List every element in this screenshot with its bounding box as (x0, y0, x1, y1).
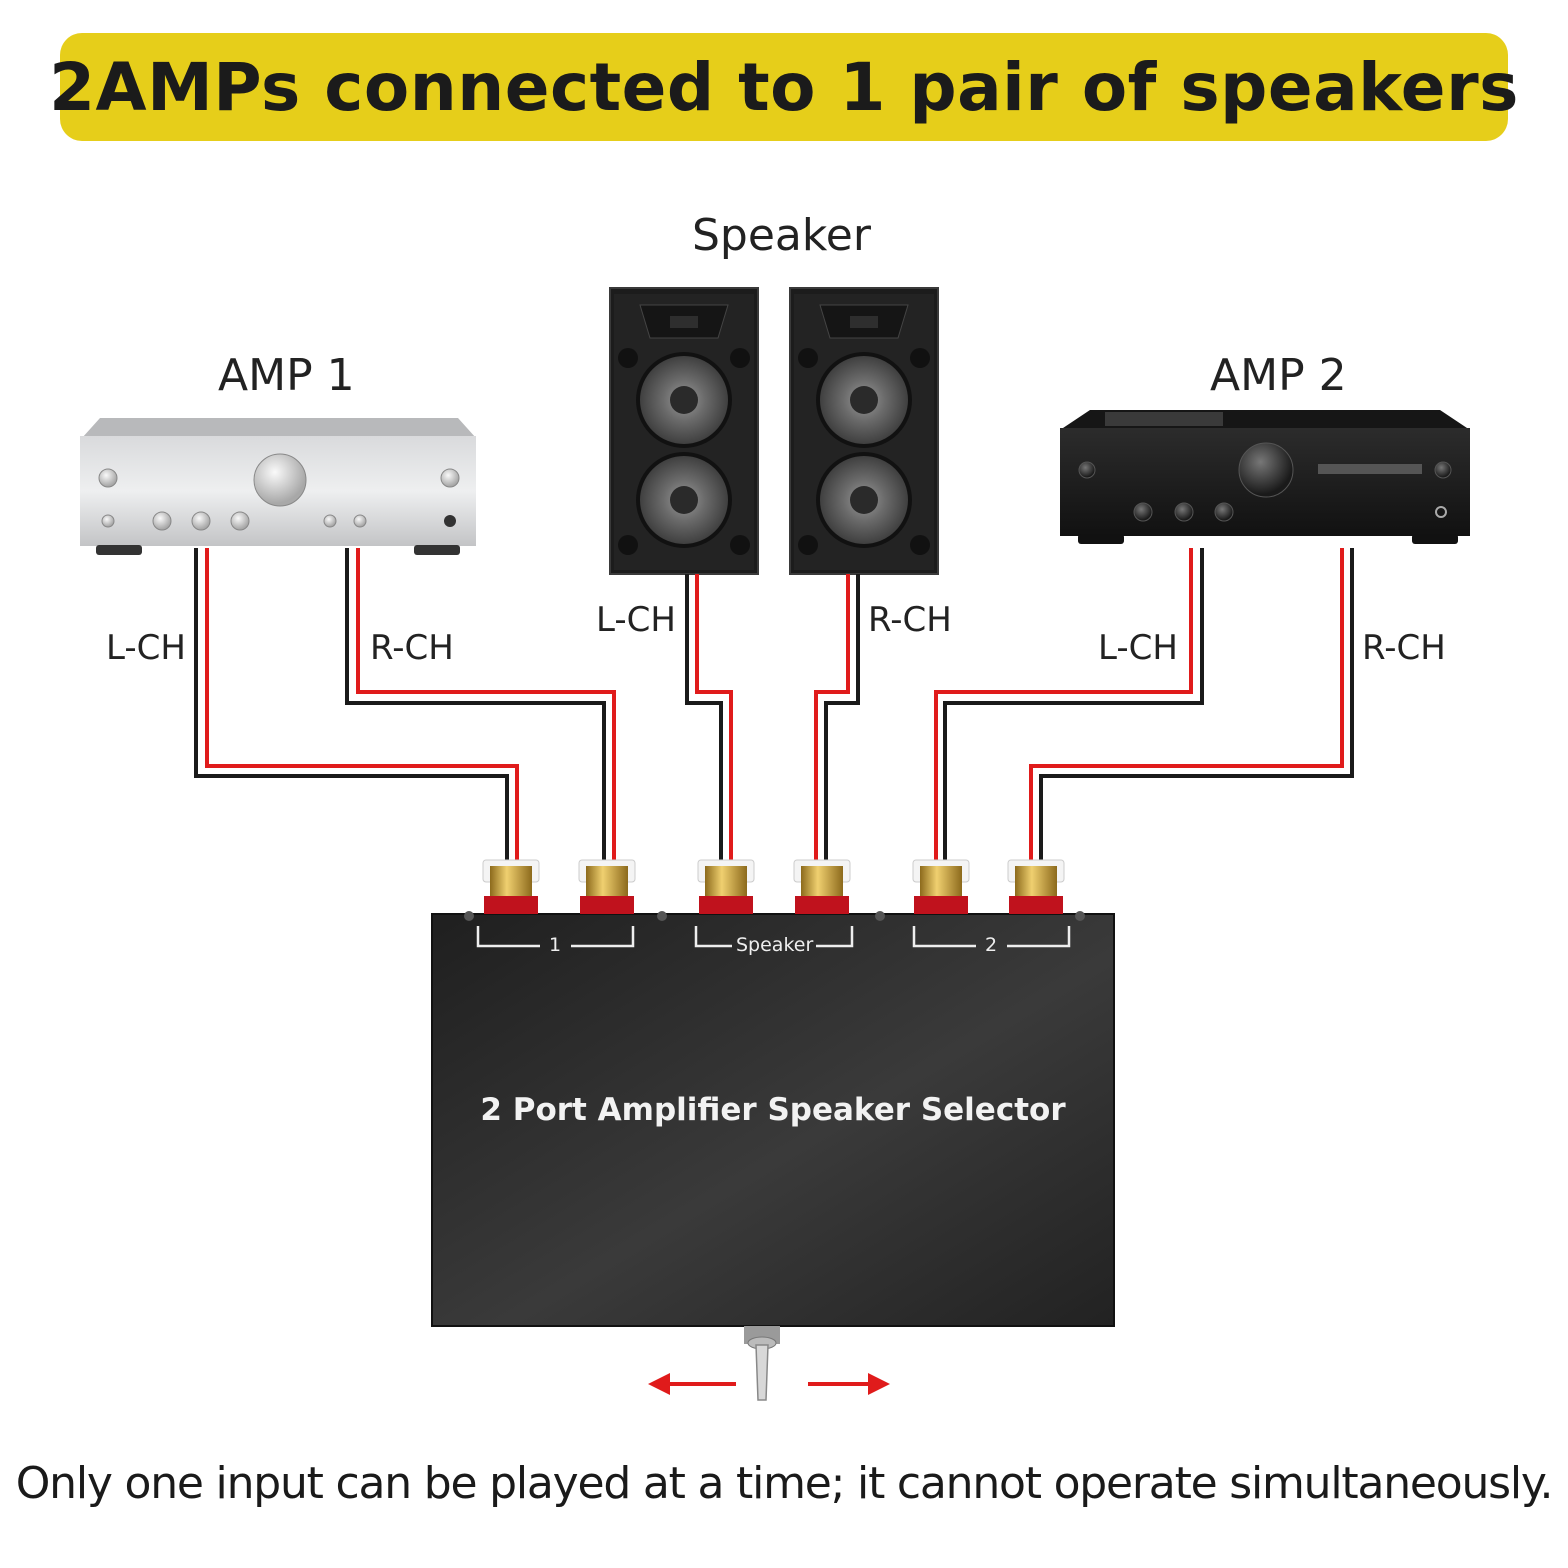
wire-amp2-left-red (934, 548, 1193, 862)
speaker-left-channel-label: L-CH (596, 600, 676, 640)
speaker-right (789, 287, 939, 575)
amp2-heading: AMP 2 (1210, 350, 1347, 401)
bracket-speaker-right (816, 926, 854, 948)
bracket-port-2 (912, 926, 976, 948)
binding-post-2 (578, 859, 636, 914)
speaker-heading: Speaker (692, 210, 871, 261)
bracket-speaker (694, 926, 732, 948)
amp1-left-channel-label: L-CH (106, 628, 186, 668)
amp2-unit (1060, 410, 1470, 544)
bracket-port-2-right (1007, 926, 1071, 948)
amp2-left-channel-label: L-CH (1098, 628, 1178, 668)
wire-amp1-right-black (345, 548, 606, 862)
amp2-right-channel-label: R-CH (1362, 628, 1446, 668)
port-group-2-label: 2 (985, 934, 998, 956)
arrow-right-icon (808, 1373, 890, 1395)
toggle-switch[interactable] (744, 1326, 780, 1401)
binding-posts (482, 859, 1065, 914)
wire-amp2-right-red (1029, 548, 1344, 862)
wire-amp2-left-black (943, 548, 1204, 862)
wire-speaker-right-red (814, 574, 850, 862)
binding-post-4 (793, 859, 851, 914)
binding-post-3 (697, 859, 755, 914)
footer-note: Only one input can be played at a time; … (15, 1458, 1554, 1509)
title-text: 2AMPs connected to 1 pair of speakers (49, 48, 1519, 126)
amp1-unit (80, 418, 476, 555)
device-title: 2 Port Amplifier Speaker Selector (480, 1092, 1066, 1128)
binding-post-1 (482, 859, 540, 914)
wire-amp1-left-red (205, 548, 519, 862)
wire-amp2-right-black (1039, 548, 1354, 862)
wire-amp1-right-red (356, 548, 616, 862)
amp1-heading: AMP 1 (218, 350, 355, 401)
arrow-left-icon (648, 1373, 736, 1395)
port-group-speaker-label: Speaker (736, 934, 814, 956)
wire-speaker-left-red (695, 574, 733, 862)
speaker-right-channel-label: R-CH (868, 600, 952, 640)
binding-post-6 (1007, 859, 1065, 914)
wire-speaker-left-black (685, 574, 723, 862)
bracket-port-1 (476, 926, 540, 948)
title-banner: 2AMPs connected to 1 pair of speakers (49, 33, 1519, 141)
port-group-1-label: 1 (549, 934, 562, 956)
speaker-left (609, 287, 759, 575)
wire-amp1-left-black (194, 548, 509, 862)
bracket-port-1-right (571, 926, 635, 948)
wire-speaker-right-black (824, 574, 860, 862)
amp1-right-channel-label: R-CH (370, 628, 454, 668)
binding-post-5 (912, 859, 970, 914)
